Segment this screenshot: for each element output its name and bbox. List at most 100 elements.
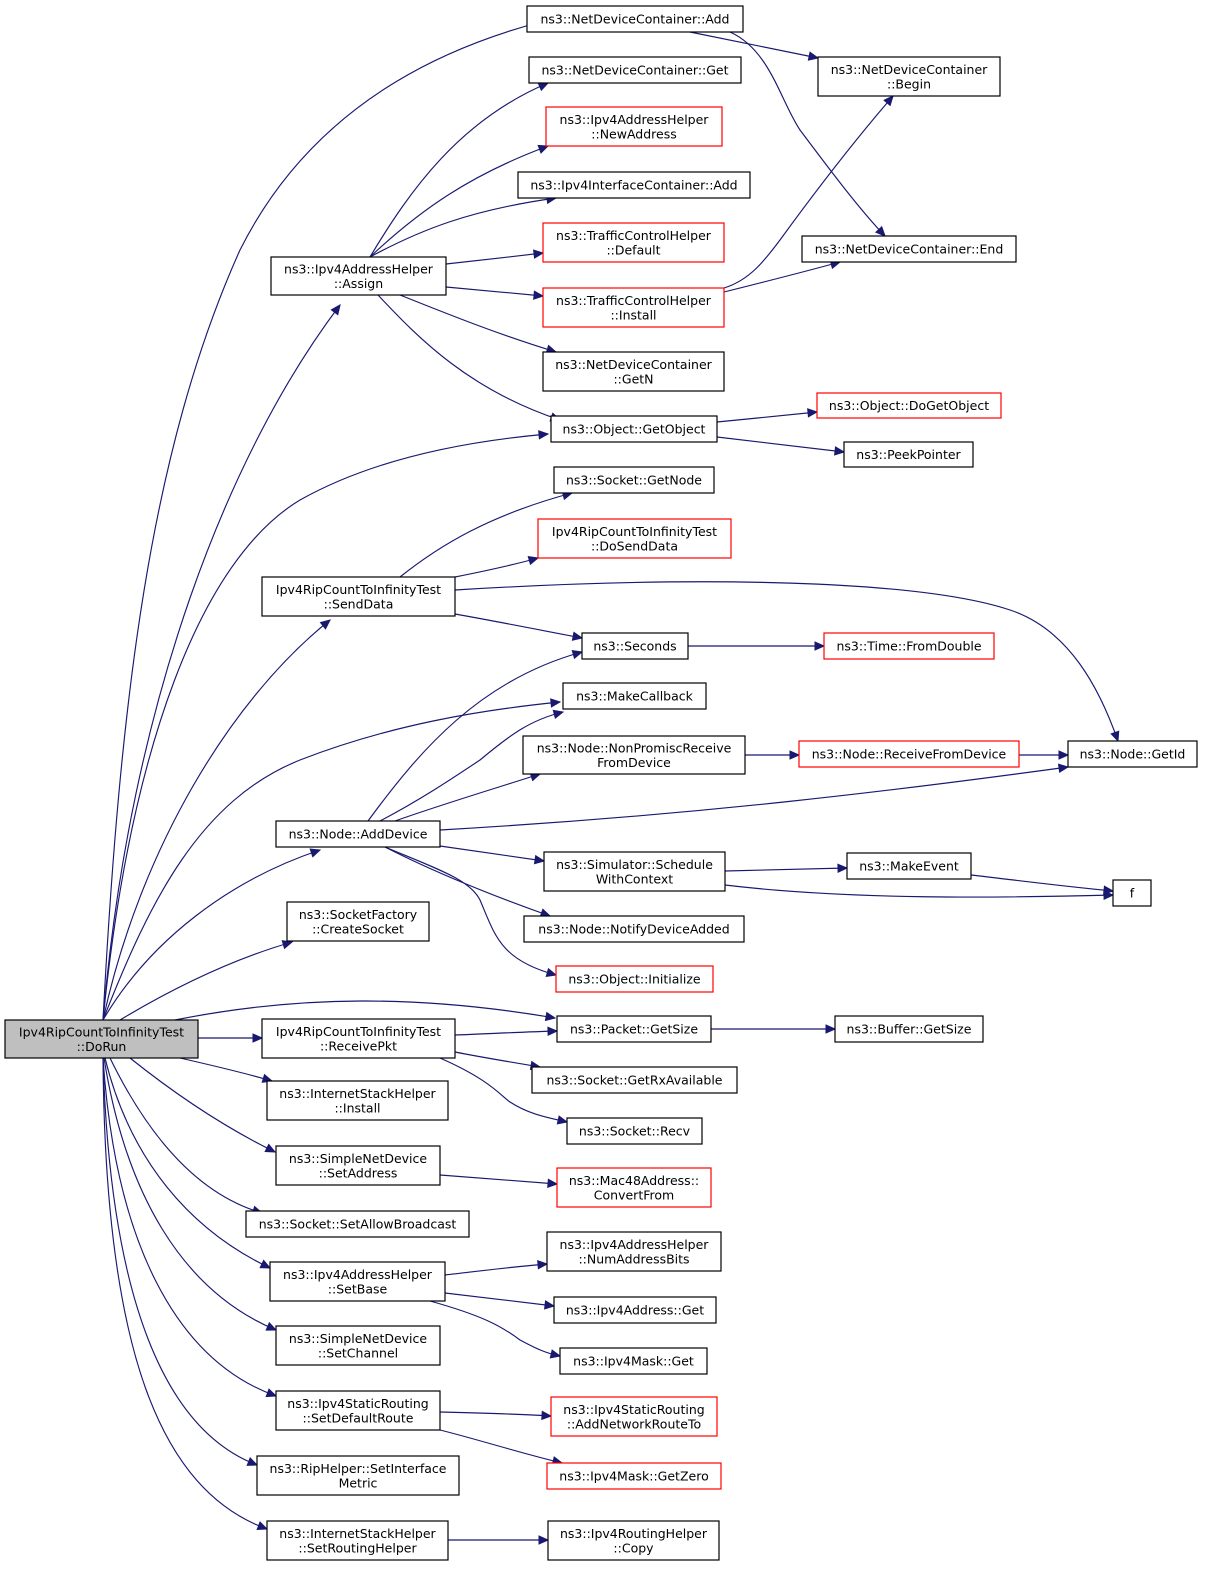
node-label: ns3::Simulator::Schedule: [556, 857, 713, 872]
edge-sim_schedwithctx-to-f: [724, 884, 1115, 901]
edge-line: [179, 1057, 273, 1082]
edge-sim_schedwithctx-to-makeevent: [724, 863, 849, 873]
node-label: ns3::NetDeviceContainer::End: [815, 242, 1004, 257]
node-label: ::SetAddress: [319, 1165, 398, 1180]
node-label: ns3::Ipv4AddressHelper: [283, 1267, 433, 1282]
node-snd_setaddress[interactable]: ns3::SimpleNetDevice::SetAddress: [275, 1145, 441, 1186]
node-label: ::SetDefaultRoute: [303, 1410, 414, 1425]
edge-line: [439, 766, 1069, 831]
node-ndc_add[interactable]: ns3::NetDeviceContainer::Add: [526, 5, 744, 33]
node-sock_getnode[interactable]: ns3::Socket::GetNode: [553, 466, 715, 494]
edge-line: [102, 1057, 277, 1397]
node-node_adddevice[interactable]: ns3::Node::AddDevice: [275, 820, 441, 848]
edge-iah_setbase-to-ipv4mask_get: [429, 1300, 562, 1359]
node-ndc_get[interactable]: ns3::NetDeviceContainer::Get: [528, 56, 742, 84]
node-sock_recv[interactable]: ns3::Socket::Recv: [566, 1117, 703, 1145]
node-node_notifydevadded[interactable]: ns3::Node::NotifyDeviceAdded: [523, 915, 745, 943]
node-box: [816, 392, 1002, 419]
node-box: [798, 740, 1020, 768]
node-iah_assign[interactable]: ns3::Ipv4AddressHelper::Assign: [270, 256, 447, 296]
edge-line: [102, 619, 331, 1021]
node-iah_newaddr[interactable]: ns3::Ipv4AddressHelper::NewAddress: [545, 106, 723, 147]
node-box: [275, 1145, 441, 1186]
node-dosenddata[interactable]: Ipv4RipCountToInfinityTest::DoSendData: [537, 518, 732, 559]
edge-node_adddevice-to-makecallback: [379, 709, 565, 822]
node-irh_copy[interactable]: ns3::Ipv4RoutingHelper::Copy: [547, 1520, 720, 1561]
node-pkt_getsize[interactable]: ns3::Packet::GetSize: [556, 1015, 712, 1043]
node-isr_addnetroute[interactable]: ns3::Ipv4StaticRouting::AddNetworkRouteT…: [550, 1396, 718, 1437]
node-label: ns3::Object::GetObject: [563, 422, 706, 437]
edge-senddata-to-seconds: [454, 613, 584, 641]
node-box: [523, 915, 745, 943]
edge-dorun-to-iah_setbase: [104, 1057, 272, 1269]
edge-line: [104, 1057, 271, 1269]
node-ish_install[interactable]: ns3::InternetStackHelper::Install: [266, 1080, 449, 1121]
arrowhead: [547, 1178, 559, 1188]
node-seconds[interactable]: ns3::Seconds: [581, 632, 689, 660]
node-time_fromdouble[interactable]: ns3::Time::FromDouble: [823, 632, 995, 660]
node-ipv4mask_getzero[interactable]: ns3::Ipv4Mask::GetZero: [546, 1462, 722, 1490]
node-dorun[interactable]: Ipv4RipCountToInfinityTest::DoRun: [4, 1019, 199, 1059]
arrowhead: [1057, 763, 1070, 774]
node-sockfactory_create[interactable]: ns3::SocketFactory::CreateSocket: [286, 901, 430, 942]
edge-dorun-to-riphelper_setifmetric: [102, 1057, 259, 1466]
node-label: ::Assign: [334, 276, 383, 291]
node-buf_getsize[interactable]: ns3::Buffer::GetSize: [834, 1015, 984, 1043]
edge-line: [429, 1300, 561, 1357]
node-label: Ipv4RipCountToInfinityTest: [19, 1024, 184, 1039]
node-receivepkt[interactable]: Ipv4RipCountToInfinityTest::ReceivePkt: [261, 1018, 456, 1059]
node-senddata[interactable]: Ipv4RipCountToInfinityTest::SendData: [261, 576, 456, 617]
node-ipv4mask_get[interactable]: ns3::Ipv4Mask::Get: [559, 1347, 708, 1375]
node-label: ns3::NetDeviceContainer: [555, 357, 712, 372]
node-ndc_begin[interactable]: ns3::NetDeviceContainer::Begin: [817, 56, 1001, 97]
arrowhead: [259, 1259, 272, 1269]
node-obj_getobject[interactable]: ns3::Object::GetObject: [550, 415, 718, 443]
node-mac48_convertfrom[interactable]: ns3::Mac48Address::ConvertFrom: [556, 1167, 712, 1208]
node-f[interactable]: f: [1112, 879, 1152, 907]
node-label: Ipv4RipCountToInfinityTest: [276, 582, 441, 597]
node-node_getid[interactable]: ns3::Node::GetId: [1067, 740, 1198, 768]
node-isr_setdefroute[interactable]: ns3::Ipv4StaticRouting::SetDefaultRoute: [275, 1390, 441, 1431]
node-box: [542, 351, 725, 392]
edge-ish_setrouting-to-irh_copy: [448, 1535, 550, 1545]
arrowhead: [256, 1521, 269, 1531]
edge-senddata-to-dosenddata: [454, 555, 540, 578]
node-obj_initialize[interactable]: ns3::Object::Initialize: [555, 965, 714, 993]
node-label: ns3::Ipv4AddressHelper: [284, 261, 434, 276]
node-ndc_getn[interactable]: ns3::NetDeviceContainer::GetN: [542, 351, 725, 392]
node-ipv4addr_get[interactable]: ns3::Ipv4Address::Get: [553, 1296, 717, 1324]
node-iah_setbase[interactable]: ns3::Ipv4AddressHelper::SetBase: [269, 1261, 446, 1302]
node-sock_getrxavail[interactable]: ns3::Socket::GetRxAvailable: [531, 1066, 738, 1094]
node-iic_add[interactable]: ns3::Ipv4InterfaceContainer::Add: [517, 171, 751, 199]
node-label: ns3::Ipv4Mask::GetZero: [559, 1469, 708, 1484]
node-peekpointer[interactable]: ns3::PeekPointer: [843, 441, 974, 468]
edge-dorun-to-ndc_add: [102, 17, 550, 1021]
node-ish_setrouting[interactable]: ns3::InternetStackHelper::SetRoutingHelp…: [266, 1520, 449, 1561]
node-node_recvfromdev[interactable]: ns3::Node::ReceiveFromDevice: [798, 740, 1020, 768]
node-iah_numaddrbits[interactable]: ns3::Ipv4AddressHelper::NumAddressBits: [546, 1231, 722, 1272]
node-ndc_end[interactable]: ns3::NetDeviceContainer::End: [801, 235, 1017, 263]
arrowhead: [246, 1457, 259, 1466]
node-box: [4, 1019, 199, 1059]
arrowhead: [549, 1349, 562, 1359]
call-nodes: Ipv4RipCountToInfinityTest::DoRun ns3::Ne…: [4, 5, 1198, 1561]
node-makecallback[interactable]: ns3::MakeCallback: [562, 682, 707, 710]
node-snd_setchannel[interactable]: ns3::SimpleNetDevice::SetChannel: [275, 1325, 441, 1366]
node-tch_install[interactable]: ns3::TrafficControlHelper::Install: [542, 287, 725, 328]
node-makeevent[interactable]: ns3::MakeEvent: [846, 852, 972, 880]
node-box: [266, 1080, 449, 1121]
node-sock_setallowbcast[interactable]: ns3::Socket::SetAllowBroadcast: [245, 1210, 470, 1238]
node-box: [522, 735, 746, 775]
edge-dorun-to-ish_setrouting: [102, 1057, 269, 1531]
node-box: [555, 965, 714, 993]
edge-dorun-to-snd_setchannel: [103, 1057, 278, 1331]
edge-seconds-to-time_fromdouble: [688, 641, 826, 651]
node-label: ns3::Socket::GetRxAvailable: [546, 1073, 722, 1088]
node-box: [261, 576, 456, 617]
node-obj_dogetobject[interactable]: ns3::Object::DoGetObject: [816, 392, 1002, 419]
node-tch_default[interactable]: ns3::TrafficControlHelper::Default: [542, 222, 725, 263]
node-label: WithContext: [596, 871, 673, 886]
